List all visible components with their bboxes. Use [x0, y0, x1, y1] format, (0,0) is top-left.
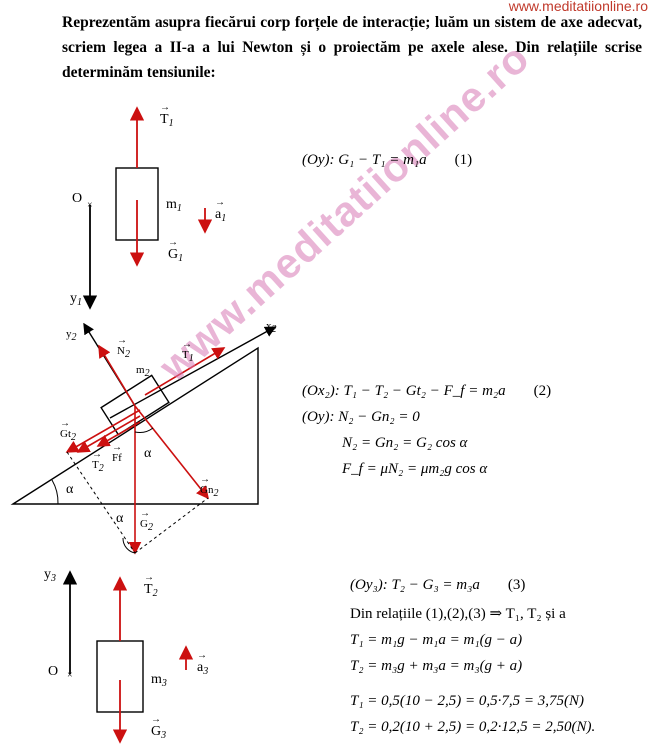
- equation-2d: F_f = μN₂ = μm₂g cos α: [342, 461, 488, 477]
- svg-text:×: ×: [87, 200, 93, 211]
- label-t1-prime: T1: [182, 339, 194, 364]
- t2-prime-arrow: [76, 415, 141, 453]
- axis-x2: [109, 326, 277, 419]
- label-gt2: Gt2: [60, 418, 76, 443]
- label-t1: T1: [160, 102, 174, 129]
- label-x2: x2: [266, 320, 277, 335]
- label-alpha-top: α: [144, 446, 152, 461]
- label-a1: a1: [215, 197, 226, 224]
- label-m3: m3: [151, 672, 167, 689]
- figure-body-1: ×: [82, 106, 213, 310]
- label-t2-prime: T2: [92, 449, 104, 474]
- svg-text:×: ×: [67, 670, 73, 681]
- label-alpha-bottom: α: [116, 511, 124, 526]
- label-g1: G1: [168, 237, 183, 264]
- equation-3d: T₂ = m₃g + m₃a = m₃(g + a): [350, 658, 523, 674]
- label-origin-3: O: [48, 664, 59, 679]
- label-ff: Ff: [112, 442, 122, 464]
- normal-n2-arrow: [98, 344, 136, 407]
- intro-paragraph: Reprezentăm asupra fiecărui corp forțele…: [62, 14, 642, 81]
- label-t2: T2: [144, 572, 158, 599]
- gn2-arrow: [134, 405, 209, 500]
- equation-3c: T₁ = m₁g − m₁a = m₁(g − a): [350, 632, 523, 648]
- label-gn2: Gn2: [200, 474, 218, 499]
- label-m1: m1: [166, 197, 182, 214]
- label-alpha-incline: α: [66, 482, 74, 497]
- equation-3b: Din relațiile (1),(2),(3) ⇒ T₁, T₂ și a: [350, 606, 566, 622]
- label-n2: N2: [117, 335, 130, 360]
- equation-3f: T₂ = 0,2(10 + 2,5) = 0,2·12,5 = 2,50(N).: [350, 719, 596, 735]
- site-url[interactable]: www.meditatiionline.ro: [508, 0, 648, 14]
- label-y3: y3: [44, 567, 56, 584]
- label-a3: a3: [197, 650, 208, 677]
- label-origin-1: O: [72, 191, 83, 206]
- equation-2c: N₂ = Gn₂ = G₂ cos α: [342, 435, 468, 451]
- label-y1: y1: [70, 291, 82, 308]
- label-g2: G2: [140, 508, 153, 533]
- equation-3e: T₁ = 0,5(10 − 2,5) = 0,5·7,5 = 3,75(N): [350, 693, 585, 709]
- equation-3a: (Oy₃): T₂ − G₃ = m₃a(3): [350, 577, 526, 593]
- label-g3: G3: [151, 714, 166, 741]
- friction-arrow: [96, 421, 141, 447]
- figure-body-3: ×: [62, 570, 194, 744]
- tension-t1-prime-arrow: [144, 347, 226, 396]
- figure-body-2: [10, 322, 277, 555]
- label-y2: y2: [66, 328, 77, 343]
- equation-2a: (Ox₂): T₁ − T₂ − Gt₂ − F_f = m₂a(2): [302, 383, 552, 399]
- equation-1: (Oy): G₁ − T₁ = m₁a(1): [302, 152, 473, 168]
- equation-2b: (Oy): N₂ − Gn₂ = 0: [302, 409, 420, 425]
- label-m2: m2: [136, 364, 150, 379]
